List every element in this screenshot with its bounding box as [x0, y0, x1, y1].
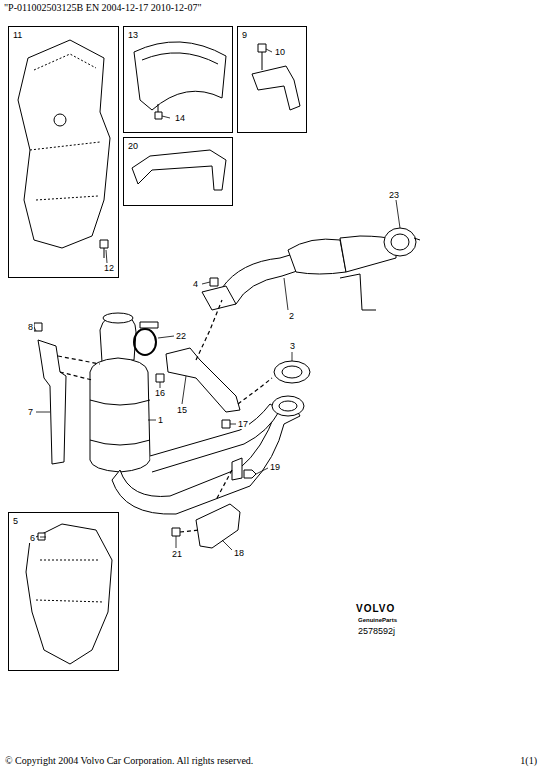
callout-number: 14 [174, 113, 186, 123]
part-number: 2578592j [357, 626, 396, 636]
inset-number: 11 [12, 30, 23, 40]
callout-number: 3 [289, 341, 296, 351]
inset-number: 9 [241, 30, 248, 40]
inset-number: 20 [127, 141, 139, 151]
callout-number: 22 [175, 331, 187, 341]
inset-number: 13 [127, 30, 139, 40]
brand-text: GenuineParts [357, 617, 398, 624]
callout-number: 4 [192, 279, 199, 289]
inset-box: 13 14 [123, 26, 233, 133]
callout-number: 23 [388, 190, 400, 200]
callout-number: 19 [269, 462, 281, 472]
callout-number: 7 [27, 407, 34, 417]
callout-number: 6 [29, 533, 36, 543]
callout-number: 17 [237, 419, 249, 429]
page-title: "P-011002503125B EN 2004-12-17 2010-12-0… [3, 2, 203, 14]
callout-number: 18 [233, 548, 245, 558]
inset-number: 5 [12, 516, 19, 526]
callout-number: 1 [157, 415, 164, 425]
inset-box: 11 12 [8, 26, 119, 278]
callout-number: 16 [154, 388, 166, 398]
callout-number: 8 [27, 322, 34, 332]
inset-box: 9 10 [237, 26, 307, 133]
callout-number: 12 [103, 263, 115, 273]
callout-number: 21 [171, 549, 183, 559]
callout-number: 10 [274, 47, 286, 57]
inset-box: 20 [123, 137, 233, 206]
page-number: 1(1) [519, 755, 538, 767]
inset-box: 56 [8, 512, 119, 671]
callout-number: 15 [176, 405, 188, 415]
copyright: © Copyright 2004 Volvo Car Corporation. … [4, 755, 254, 767]
volvo-logo: VOLVO [355, 604, 396, 614]
callout-number: 2 [288, 311, 295, 321]
